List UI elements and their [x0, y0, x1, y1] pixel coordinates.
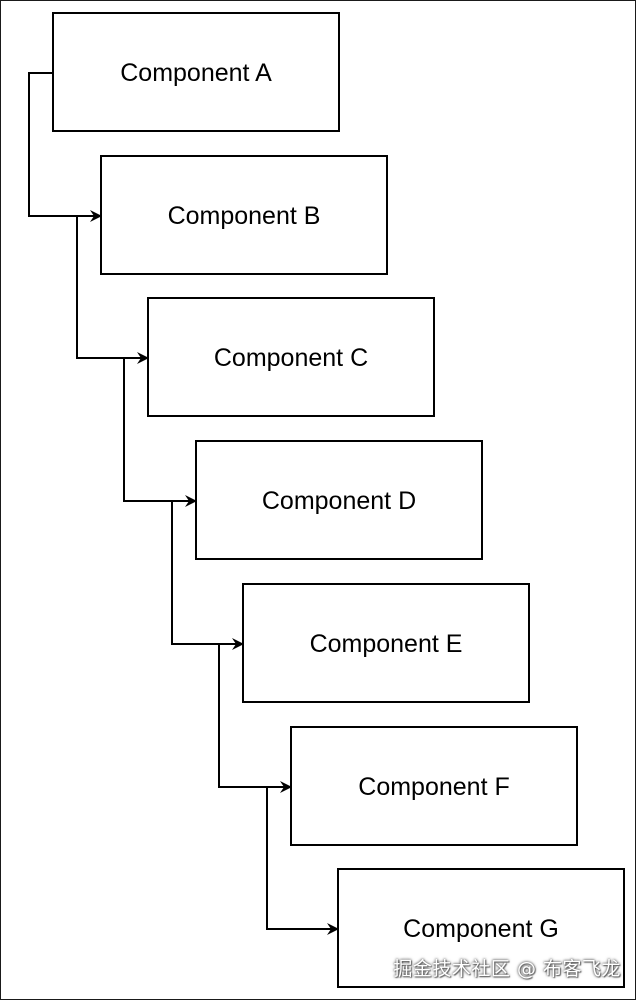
component-e-label: Component E — [310, 630, 463, 658]
component-e-box: Component E — [242, 583, 530, 703]
component-g-label: Component G — [403, 915, 559, 943]
component-c-rect — [147, 297, 435, 417]
component-f-box: Component F — [290, 726, 578, 846]
connector-arrow-c-to-d — [123, 357, 197, 507]
component-g-box: Component G — [337, 868, 625, 988]
connector-arrow-d-to-e — [171, 500, 244, 650]
connector-arrow-f-to-g — [266, 786, 339, 935]
watermark: 掘金技术社区 @ 布客飞龙 — [393, 958, 621, 980]
component-f-rect — [290, 726, 578, 846]
component-a-label: Component A — [120, 59, 272, 87]
component-b-rect — [100, 155, 388, 275]
component-a-box: Component A — [52, 12, 340, 132]
connector-arrow-b-to-c — [76, 215, 149, 364]
component-d-label: Component D — [262, 487, 416, 515]
component-f-label: Component F — [358, 773, 509, 801]
component-c-label: Component C — [214, 344, 368, 372]
connector-arrow-a-to-b — [28, 72, 102, 222]
component-g-rect — [337, 868, 625, 988]
component-c-box: Component C — [147, 297, 435, 417]
component-e-rect — [242, 583, 530, 703]
component-d-rect — [195, 440, 483, 560]
component-a-rect — [52, 12, 340, 132]
component-b-box: Component B — [100, 155, 388, 275]
component-b-label: Component B — [168, 202, 321, 230]
connector-arrow-e-to-f — [218, 643, 292, 793]
component-d-box: Component D — [195, 440, 483, 560]
